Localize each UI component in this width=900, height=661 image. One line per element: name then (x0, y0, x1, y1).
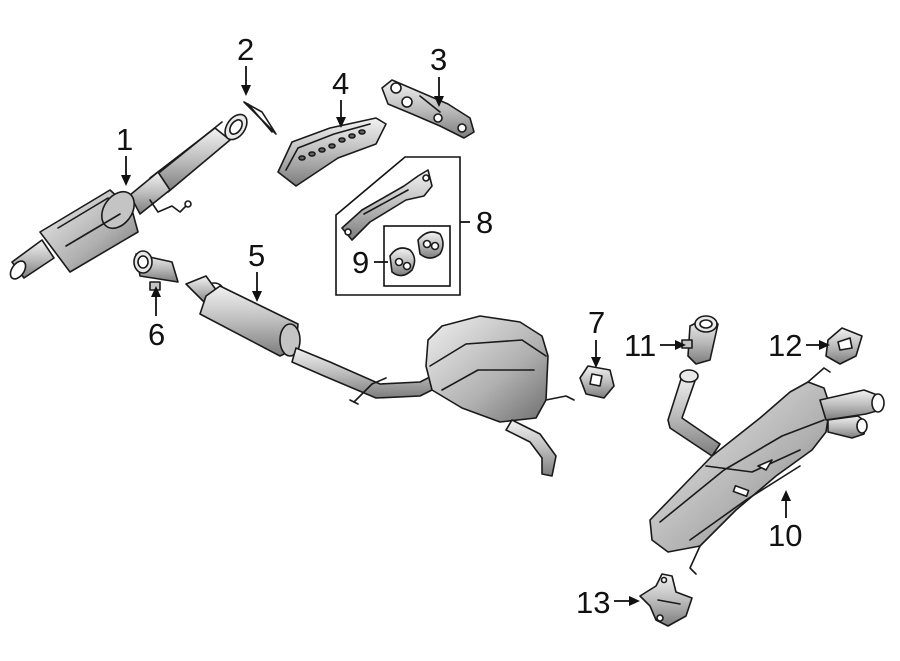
svg-text:3: 3 (430, 42, 447, 77)
isolator-part (389, 231, 444, 277)
callout-12: 12 (768, 328, 830, 363)
callout-2: 2 (237, 32, 254, 96)
callout-5: 5 (248, 238, 265, 302)
svg-text:11: 11 (624, 328, 656, 363)
bracket-part (381, 79, 475, 139)
callout-3: 3 (430, 42, 447, 107)
rear-muffler-part (649, 367, 885, 575)
svg-text:4: 4 (332, 66, 349, 101)
callout-13: 13 (576, 585, 640, 620)
svg-text:1: 1 (116, 122, 133, 157)
callout-11: 11 (624, 328, 686, 363)
rear-bracket-part (639, 573, 693, 627)
svg-text:8: 8 (476, 205, 493, 240)
svg-text:12: 12 (768, 328, 802, 363)
svg-text:9: 9 (352, 245, 369, 280)
callout-10: 10 (768, 490, 802, 553)
callout-1: 1 (116, 122, 133, 186)
callout-6: 6 (148, 286, 165, 352)
hanger-bracket-part (341, 169, 433, 241)
callout-4: 4 (332, 66, 349, 128)
hanger-kit-box (335, 156, 461, 296)
rubber-isolator-part (579, 365, 615, 399)
svg-text:13: 13 (576, 585, 610, 620)
catalytic-converter-part (9, 113, 248, 280)
gasket-part (243, 101, 277, 135)
svg-text:6: 6 (148, 317, 165, 352)
callout-9: 9 (352, 245, 388, 280)
svg-text:7: 7 (588, 305, 605, 340)
rear-isolator-part (825, 327, 863, 365)
heat-shield-part (277, 117, 387, 187)
svg-text:5: 5 (248, 238, 265, 273)
intermediate-pipe-part (185, 275, 575, 477)
svg-text:2: 2 (237, 32, 254, 67)
svg-text:10: 10 (768, 518, 802, 553)
clamp-part (133, 250, 179, 291)
callout-7: 7 (588, 305, 605, 368)
coupling-part (681, 315, 719, 365)
callout-8: 8 (460, 205, 493, 240)
